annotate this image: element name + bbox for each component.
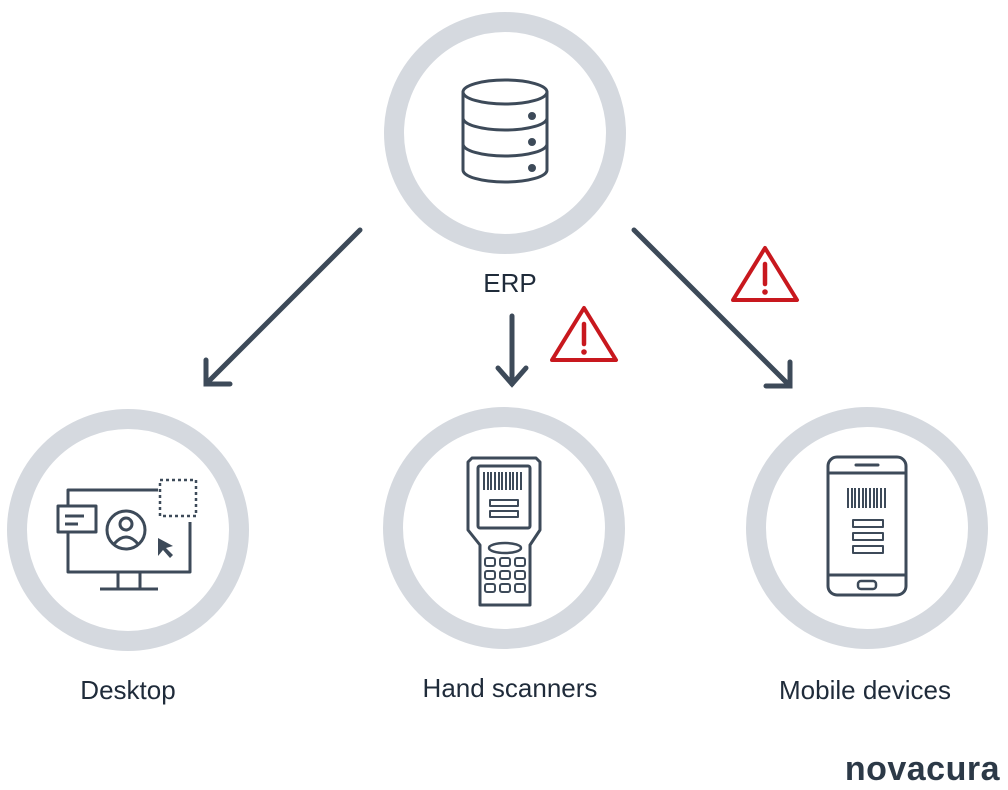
warning-icon: [550, 306, 618, 362]
mobile-devices-label: Mobile devices: [779, 675, 951, 705]
arrow-to-scanners: [495, 313, 529, 388]
arrow-to-mobile: [631, 227, 793, 389]
database-icon: [461, 78, 549, 184]
desktop-icon: [56, 478, 198, 591]
desktop-label: Desktop: [80, 675, 176, 705]
scanner-ring: [383, 407, 625, 649]
erp-ring: [384, 12, 626, 254]
erp-label: ERP: [483, 268, 537, 298]
brand-logo: novacura: [844, 750, 1000, 788]
hand-scanners-label: Hand scanners: [422, 673, 598, 703]
mobile-ring: [746, 407, 988, 649]
warning-icon: [731, 246, 799, 302]
hand-scanner-icon: [466, 456, 542, 607]
desktop-ring: [7, 409, 249, 651]
smartphone-icon: [826, 455, 908, 597]
arrow-to-desktop: [203, 227, 363, 387]
